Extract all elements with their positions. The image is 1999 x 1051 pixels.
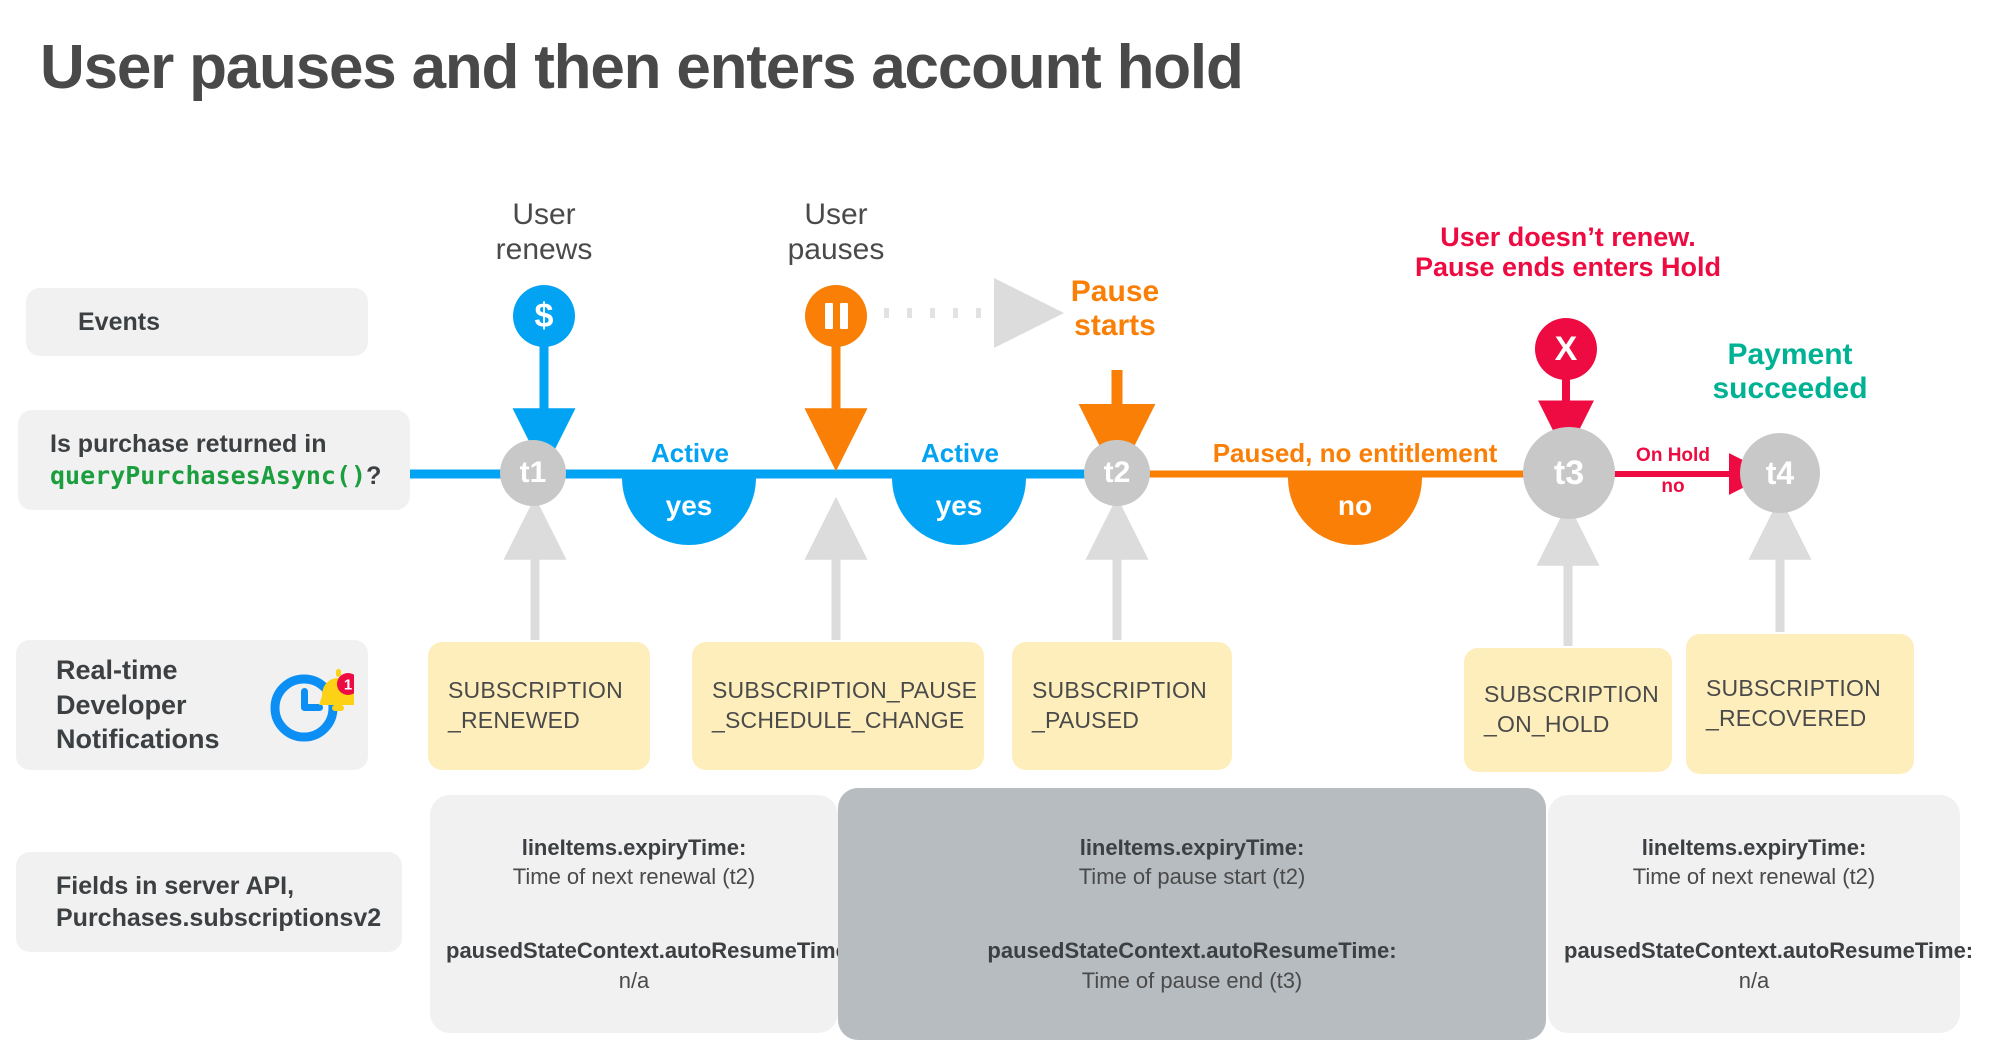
row-label-purchase-returned: Is purchase returned in queryPurchasesAs…	[18, 410, 410, 510]
field-card-1-expiry-key: lineItems.expiryTime:	[521, 834, 747, 860]
field-card-2-resume-value: Time of pause end (t3)	[1081, 967, 1303, 993]
row-label-rtdn: Real-time Developer Notifications 1	[16, 640, 368, 770]
field-card-1-expiry-value: Time of next renewal (t2)	[512, 864, 756, 890]
rtdn-card-2-line2: _SCHEDULE_CHANGE	[712, 707, 965, 733]
fields-label-line1: Fields in server API,	[56, 872, 295, 900]
rtdn-badge-count: 1	[344, 677, 352, 694]
segment-label-active-1: Active	[650, 438, 730, 468]
timeline-node-t4: t4	[1740, 433, 1820, 513]
field-card-3-resume-value: n/a	[1738, 967, 1770, 993]
rtdn-label-line3: Notifications	[56, 724, 220, 755]
field-card-3-resume-key: pausedStateContext.autoResumeTime:	[1564, 938, 1974, 963]
pause-icon-badge	[805, 285, 867, 347]
caption-doesnt-renew-line2: Pause ends enters Hold	[1414, 252, 1722, 283]
row-label-server-fields: Fields in server API, Purchases.subscrip…	[16, 852, 402, 952]
caption-payment-line2: succeeded	[1712, 371, 1868, 405]
segment-value-active-1: yes	[622, 477, 756, 545]
timeline-node-t3: t3	[1523, 427, 1615, 519]
rtdn-card-3-line2: _PAUSED	[1032, 707, 1140, 733]
segment-label-on-hold: On Hold	[1636, 445, 1710, 466]
x-icon: X	[1554, 329, 1578, 368]
clock-bell-icon: 1	[270, 669, 354, 742]
rtdn-card-subscription-renewed: SUBSCRIPTION _RENEWED	[428, 642, 650, 770]
rtdn-card-1-line1: SUBSCRIPTION	[448, 677, 623, 704]
rtdn-card-3-line1: SUBSCRIPTION	[1032, 677, 1207, 704]
rtdn-card-1-line2: _RENEWED	[448, 707, 580, 733]
rtdn-label-line2: Developer	[56, 689, 187, 720]
timeline-node-t2: t2	[1084, 440, 1150, 506]
rtdn-card-4-line2: _ON_HOLD	[1484, 711, 1610, 737]
purchase-question-line1: Is purchase returned in	[50, 430, 327, 458]
field-card-1-resume-value: n/a	[618, 967, 650, 993]
field-card-1-resume-key: pausedStateContext.autoResumeTime:	[446, 938, 856, 963]
segment-value-active-2: yes	[892, 477, 1026, 545]
rtdn-card-subscription-paused: SUBSCRIPTION _PAUSED	[1012, 642, 1232, 770]
dollar-icon-badge: $	[513, 285, 575, 347]
field-card-3-expiry-key: lineItems.expiryTime:	[1641, 834, 1867, 860]
segment-value-paused: no	[1288, 477, 1422, 545]
field-card-active: lineItems.expiryTime: Time of next renew…	[430, 795, 856, 1033]
purchase-api-code: queryPurchasesAsync()	[50, 461, 367, 490]
caption-user-pauses-line2: pauses	[787, 232, 885, 266]
rtdn-card-subscription-on-hold: SUBSCRIPTION _ON_HOLD	[1464, 648, 1672, 772]
page-title: User pauses and then enters account hold	[40, 33, 1244, 102]
segment-label-paused: Paused, no entitlement	[1212, 438, 1498, 468]
rtdn-card-4-line1: SUBSCRIPTION	[1484, 681, 1659, 708]
field-card-2-expiry-value: Time of pause start (t2)	[1078, 864, 1306, 890]
fields-label-line2: Purchases.subscriptionsv2	[56, 904, 382, 932]
caption-doesnt-renew-line1: User doesn’t renew.	[1440, 222, 1696, 252]
caption-pause-starts-line2: starts	[1074, 308, 1156, 342]
row-label-events: Events	[26, 288, 368, 356]
field-card-paused: lineItems.expiryTime: Time of pause star…	[838, 788, 1546, 1040]
timeline-node-t1: t1	[500, 440, 566, 506]
field-card-2-resume-key: pausedStateContext.autoResumeTime:	[987, 938, 1397, 963]
rtdn-card-subscription-pause-schedule-change: SUBSCRIPTION_PAUSE _SCHEDULE_CHANGE	[692, 642, 984, 770]
rtdn-card-2-line1: SUBSCRIPTION_PAUSE	[712, 677, 978, 704]
field-card-recovered: lineItems.expiryTime: Time of next renew…	[1548, 795, 1974, 1033]
rtdn-label-line1: Real-time	[56, 655, 178, 686]
rtdn-card-5-line2: _RECOVERED	[1706, 705, 1867, 731]
caption-user-renews: User renews	[444, 198, 644, 267]
x-icon-badge: X	[1535, 318, 1597, 380]
pause-icon	[824, 303, 848, 329]
caption-user-renews-line2: renews	[495, 232, 593, 266]
segment-label-active-2: Active	[920, 438, 1000, 468]
field-card-2-expiry-key: lineItems.expiryTime:	[1079, 834, 1305, 860]
caption-pause-starts: Pause starts	[1030, 275, 1200, 342]
caption-user-pauses-line1: User	[804, 198, 868, 231]
rtdn-card-subscription-recovered: SUBSCRIPTION _RECOVERED	[1686, 634, 1914, 774]
caption-user-pauses: User pauses	[736, 198, 936, 267]
caption-user-renews-line1: User	[512, 198, 576, 231]
dollar-icon: $	[534, 296, 554, 335]
field-card-3-expiry-value: Time of next renewal (t2)	[1632, 864, 1876, 890]
rtdn-card-5-line1: SUBSCRIPTION	[1706, 675, 1881, 702]
caption-pause-starts-line1: Pause	[1070, 275, 1160, 308]
caption-payment-line1: Payment	[1727, 338, 1853, 371]
row-label-events-text: Events	[78, 308, 160, 336]
caption-user-doesnt-renew: User doesn’t renew. Pause ends enters Ho…	[1378, 222, 1758, 282]
caption-payment-succeeded: Payment succeeded	[1680, 338, 1900, 405]
segment-value-on-hold: no	[1661, 476, 1685, 497]
purchase-question-mark: ?	[366, 462, 382, 490]
